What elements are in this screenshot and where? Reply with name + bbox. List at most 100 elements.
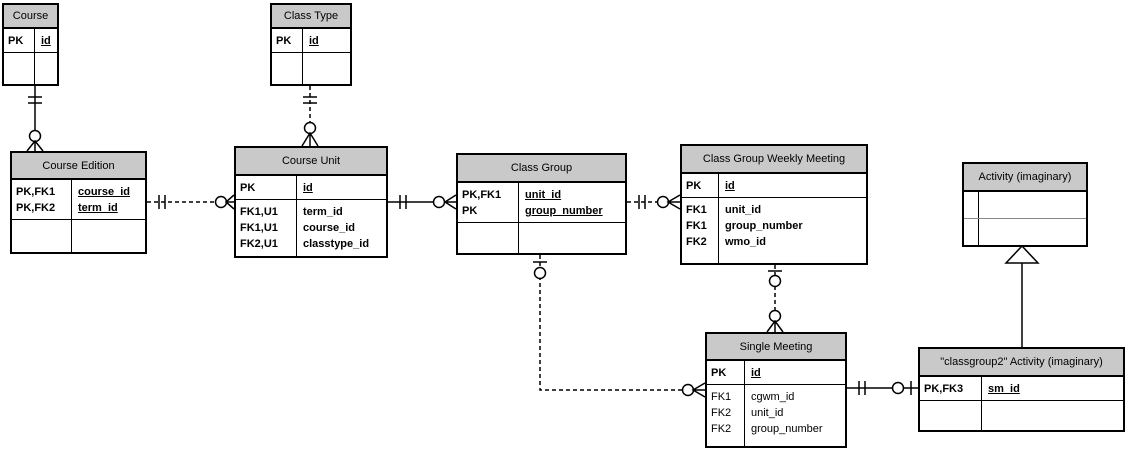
field-column: id xyxy=(745,361,845,384)
key-label: PK xyxy=(462,205,478,217)
entity-body: PK,FK3 sm_id xyxy=(920,377,1123,430)
key-label: FK1 xyxy=(686,220,707,232)
cardinality-exactly-one xyxy=(638,195,646,209)
field-column xyxy=(982,401,1123,430)
key-label: PK,FK2 xyxy=(16,202,56,214)
field-name xyxy=(985,196,1084,212)
key-column xyxy=(964,192,979,218)
key-label: PK,FK3 xyxy=(924,383,964,395)
connector-course-edition-to-course-unit xyxy=(147,194,235,210)
entity-title: Single Meeting xyxy=(707,334,845,361)
key-column xyxy=(4,53,35,84)
connector-course-unit-to-class-group xyxy=(388,194,457,210)
cardinality-zero-circle xyxy=(891,381,905,395)
connector-class-type-to-course-unit xyxy=(301,86,319,147)
entity-section xyxy=(964,218,1086,245)
key-column xyxy=(920,401,982,430)
key-label xyxy=(924,405,979,421)
key-label: FK1,U1 xyxy=(240,206,278,218)
crow-foot-icon xyxy=(26,139,44,152)
field-name: unit_id xyxy=(751,407,784,419)
cardinality-exactly-one xyxy=(399,195,407,209)
field-name: classtype_id xyxy=(303,238,370,250)
key-column: PK xyxy=(272,29,303,52)
key-label: FK1,U1 xyxy=(240,222,278,234)
field-name: id xyxy=(309,35,319,47)
field-name: cgwm_id xyxy=(751,391,795,403)
field-column xyxy=(519,223,625,253)
entity-activity-imaginary: Activity (imaginary) xyxy=(962,162,1088,247)
field-name xyxy=(985,223,1084,239)
key-label: PK xyxy=(711,367,727,379)
field-name: group_number xyxy=(525,205,603,217)
field-column: id xyxy=(719,174,866,197)
field-name xyxy=(988,405,1121,421)
entity-title: Class Type xyxy=(272,5,350,29)
connector-cgwm-to-single-meeting xyxy=(766,265,784,333)
key-label: PK xyxy=(276,35,292,47)
field-name: term_id xyxy=(78,202,118,214)
field-name: sm_id xyxy=(988,383,1020,395)
cardinality-exactly-one xyxy=(158,195,166,209)
inheritance-triangle-icon xyxy=(1004,244,1040,264)
key-label: FK1 xyxy=(686,204,707,216)
cardinality-exactly-one xyxy=(303,96,317,104)
key-column: PK xyxy=(707,361,745,384)
entity-title: Course Edition xyxy=(12,153,145,180)
key-label: FK1 xyxy=(711,391,732,403)
entity-title: Course xyxy=(4,5,57,29)
entity-section: PK,FK3 sm_id xyxy=(920,377,1123,400)
entity-body xyxy=(964,192,1086,245)
field-column xyxy=(979,192,1086,218)
key-label: FK2,U1 xyxy=(240,238,278,250)
field-column: id xyxy=(297,176,386,199)
field-name xyxy=(309,57,348,73)
field-name: id xyxy=(751,367,761,379)
field-column xyxy=(72,220,145,252)
cardinality-zero-circle xyxy=(768,274,782,288)
key-label: PK,FK1 xyxy=(462,189,502,201)
key-label: PK,FK1 xyxy=(16,186,56,198)
entity-title: Course Unit xyxy=(236,148,386,176)
key-label: PK xyxy=(240,182,256,194)
field-column: unit_id group_number xyxy=(519,183,625,222)
entity-title: "classgroup2" Activity (imaginary) xyxy=(920,349,1123,377)
key-label xyxy=(968,223,976,239)
field-column xyxy=(35,53,57,84)
crow-foot-icon xyxy=(301,131,319,147)
key-label: PK xyxy=(8,35,24,47)
entity-section: PK id xyxy=(272,29,350,52)
field-column: id xyxy=(303,29,350,52)
field-name: group_number xyxy=(725,220,803,232)
key-column xyxy=(458,223,519,253)
key-label xyxy=(462,227,516,243)
field-name xyxy=(525,227,623,243)
field-column xyxy=(979,219,1086,245)
field-name: unit_id xyxy=(525,189,562,201)
entity-section xyxy=(272,52,350,84)
cardinality-zero-circle xyxy=(214,195,228,209)
field-name: group_number xyxy=(751,423,823,435)
field-name: course_id xyxy=(303,222,355,234)
connector-class-group-to-cgwm xyxy=(627,194,681,210)
entity-title: Class Group xyxy=(458,155,625,183)
key-column xyxy=(964,219,979,245)
key-label xyxy=(16,224,69,240)
crow-foot-icon xyxy=(666,194,681,210)
